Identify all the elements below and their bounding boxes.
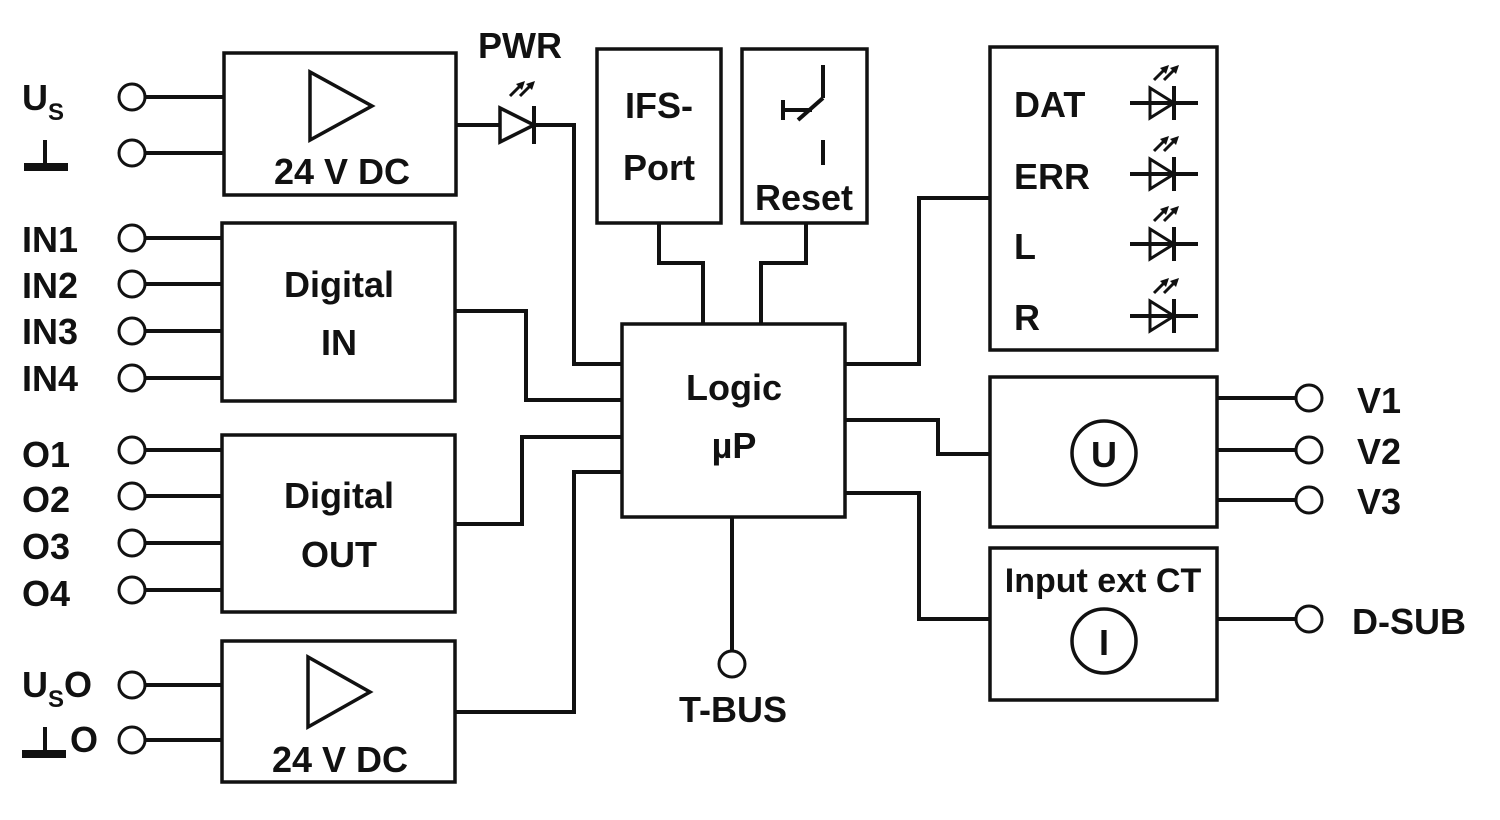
led-label-dat: DAT — [1014, 84, 1085, 125]
ifs-port-label-1: IFS- — [625, 85, 693, 126]
digital-out-label-2: OUT — [301, 534, 377, 575]
current-block: Input ext CT I — [988, 546, 1219, 702]
pin-label-v1: V1 — [1357, 380, 1401, 421]
ground-o-symbol — [22, 727, 66, 758]
led-r-icon — [1130, 276, 1198, 334]
tbus-label: T-BUS — [679, 689, 787, 730]
led-label-l: L — [1014, 226, 1036, 267]
led-label-r: R — [1014, 297, 1040, 338]
wire-dout-logic — [455, 435, 622, 526]
pin-label-v3: V3 — [1357, 481, 1401, 522]
reset-label: Reset — [755, 177, 853, 218]
wire-pwr-logic — [534, 123, 622, 366]
pin-label-uso: USO — [22, 664, 92, 713]
pwr-led-icon — [456, 79, 538, 145]
pin-label-v2: V2 — [1357, 431, 1401, 472]
ifs-port-block: IFS- Port — [595, 47, 723, 225]
terminal-gnd-o — [117, 725, 147, 755]
psu-bottom-label: 24 V DC — [272, 739, 408, 780]
led-panel: DAT ERR L R — [988, 45, 1219, 352]
wire-ifs-logic — [657, 223, 705, 324]
pin-label-in1: IN1 — [22, 219, 78, 260]
terminal-o3 — [117, 528, 147, 558]
logic-label-2: µP — [712, 425, 757, 466]
digital-in-label-1: Digital — [284, 264, 394, 305]
digital-in-label-2: IN — [321, 322, 357, 363]
digital-out-block: Digital OUT — [220, 433, 457, 614]
led-err-icon — [1130, 134, 1198, 192]
terminal-gnd — [117, 138, 147, 168]
psu-bottom-block: 24 V DC — [220, 639, 457, 784]
terminal-in2 — [117, 269, 147, 299]
pin-label-in4: IN4 — [22, 358, 78, 399]
reset-block: Reset — [740, 47, 869, 225]
terminal-o2 — [117, 481, 147, 511]
wire-logic-leds — [845, 196, 990, 366]
amplifier-icon — [308, 69, 376, 143]
current-symbol-icon — [1070, 607, 1138, 675]
pin-label-o3: O3 — [22, 526, 70, 567]
led-l-icon — [1130, 204, 1198, 262]
pin-label-o1: O1 — [22, 434, 70, 475]
terminal-in4 — [117, 363, 147, 393]
terminal-us — [117, 82, 147, 112]
pin-label-in2: IN2 — [22, 265, 78, 306]
left-terminals — [117, 82, 224, 755]
digital-in-block: Digital IN — [220, 221, 457, 403]
amplifier-icon — [306, 654, 374, 730]
pin-label-dsub: D-SUB — [1352, 601, 1466, 642]
digital-out-label-1: Digital — [284, 475, 394, 516]
ifs-port-label-2: Port — [623, 147, 695, 188]
voltage-symbol-icon — [1070, 419, 1138, 487]
terminal-v1 — [1294, 383, 1324, 413]
wire-din-logic — [455, 309, 622, 402]
pin-label-o2: O2 — [22, 479, 70, 520]
wire-reset-logic — [759, 223, 808, 324]
right-terminals — [1217, 383, 1324, 634]
terminal-v2 — [1294, 435, 1324, 465]
terminal-o4 — [117, 575, 147, 605]
psu-top-block: 24 V DC — [222, 51, 458, 197]
pwr-label: PWR — [478, 25, 562, 66]
terminal-v3 — [1294, 485, 1324, 515]
terminal-o1 — [117, 435, 147, 465]
current-symbol-label: I — [1099, 622, 1109, 663]
terminal-tbus — [717, 649, 747, 679]
logic-label-1: Logic — [686, 367, 782, 408]
current-block-title: Input ext CT — [1005, 562, 1202, 600]
pin-label-gnd-o: O — [70, 719, 98, 760]
led-label-err: ERR — [1014, 156, 1090, 197]
pin-label-in3: IN3 — [22, 311, 78, 352]
psu-top-label: 24 V DC — [274, 151, 410, 192]
wire-logic-current — [845, 491, 990, 621]
led-dat-icon — [1130, 63, 1198, 121]
terminal-uso — [117, 670, 147, 700]
pin-label-o4: O4 — [22, 573, 70, 614]
voltage-block: U — [988, 375, 1219, 529]
logic-block: Logic µP — [620, 322, 847, 519]
terminal-dsub — [1294, 604, 1324, 634]
wire-logic-voltage — [845, 418, 990, 456]
ground-symbol — [24, 140, 68, 171]
terminal-in3 — [117, 316, 147, 346]
switch-icon — [781, 65, 825, 165]
pin-label-us: US — [22, 77, 64, 126]
wire-psu2-logic — [455, 470, 622, 714]
terminal-in1 — [117, 223, 147, 253]
voltage-symbol-label: U — [1091, 434, 1117, 475]
